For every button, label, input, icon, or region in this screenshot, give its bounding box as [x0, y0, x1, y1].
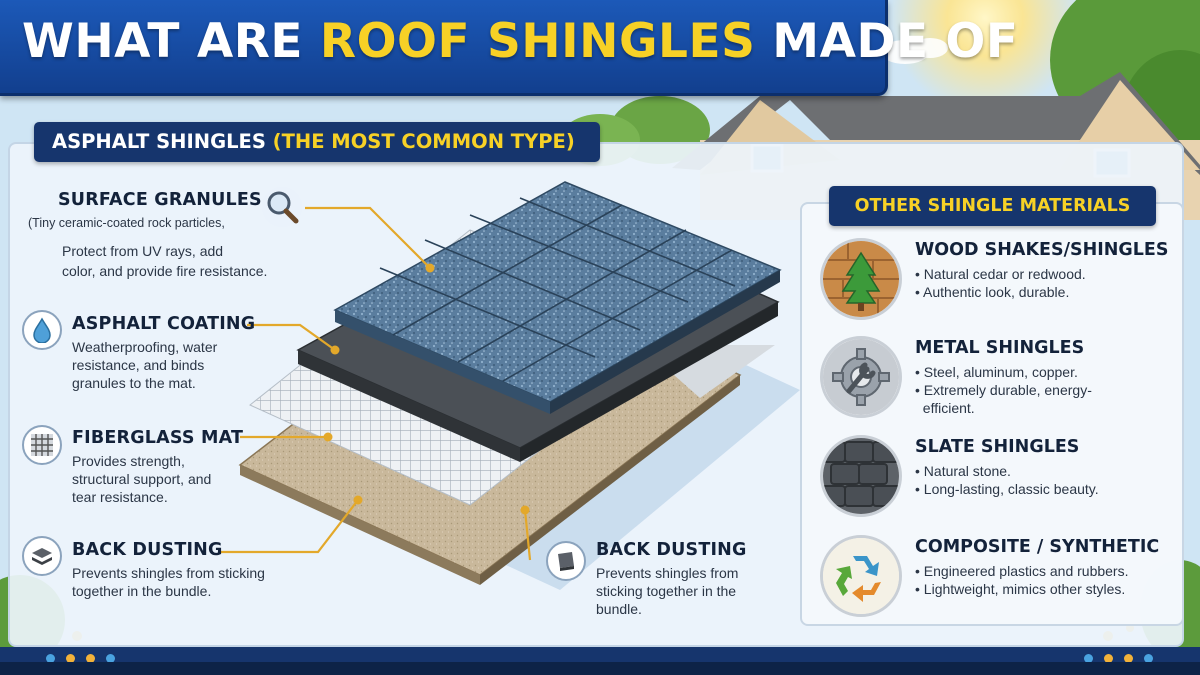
surface-granules-label: SURFACE GRANULES: [58, 190, 262, 210]
metal-bullets: • Steel, aluminum, copper. • Extremely d…: [915, 364, 1092, 416]
footer-dot: [1104, 654, 1113, 663]
footer-dot: [86, 654, 95, 663]
slate-bullets: • Natural stone. • Long-lasting, classic…: [915, 463, 1099, 497]
slate-tiles-icon: [820, 435, 902, 517]
fiberglass-mat-label: FIBERGLASS MAT Provides strength, struct…: [72, 428, 244, 505]
asphalt-section-heading: ASPHALT SHINGLES (THE MOST COMMON TYPE): [34, 122, 600, 162]
recycle-icon: [820, 535, 902, 617]
tile-icon: [546, 541, 586, 581]
surface-granules-desc: Protect from UV rays, add color, and pro…: [62, 243, 268, 279]
material-wood: WOOD SHAKES/SHINGLES • Natural cedar or …: [818, 238, 1178, 330]
title-banner: WHAT ARE ROOF SHINGLES MADE OF: [0, 0, 1018, 96]
footer-dot: [46, 654, 55, 663]
material-metal: METAL SHINGLES • Steel, aluminum, copper…: [818, 336, 1178, 428]
footer-dot: [1084, 654, 1093, 663]
surface-granules-note: (Tiny ceramic-coated rock particles,: [28, 216, 225, 230]
page-title: WHAT ARE ROOF SHINGLES MADE OF: [22, 14, 1019, 69]
layer-title: SURFACE GRANULES: [58, 190, 262, 210]
other-materials-heading: OTHER SHINGLE MATERIALS: [829, 186, 1156, 226]
wood-bullets: • Natural cedar or redwood. • Authentic …: [915, 266, 1086, 300]
back-dusting-label-left: BACK DUSTING Prevents shingles from stic…: [72, 540, 265, 599]
tree-icon: [820, 238, 902, 320]
footer-dot: [1124, 654, 1133, 663]
mesh-icon: [22, 425, 62, 465]
footer-dot: [106, 654, 115, 663]
asphalt-coating-label: ASPHALT COATING Weatherproofing, water r…: [72, 314, 256, 391]
surface-granules-layer: [333, 181, 782, 414]
sun: [890, 0, 1080, 113]
composite-bullets: • Engineered plastics and rubbers. • Lig…: [915, 563, 1129, 597]
magnifier-icon: [262, 187, 302, 227]
back-dusting-label-right: BACK DUSTING Prevents shingles from stic…: [596, 540, 747, 617]
gear-wrench-icon: [820, 336, 902, 418]
footer-strip: [0, 662, 1200, 675]
material-slate: SLATE SHINGLES • Natural stone. • Long-l…: [818, 435, 1178, 527]
stack-icon: [22, 536, 62, 576]
water-drop-icon: [22, 310, 62, 350]
footer-dot: [66, 654, 75, 663]
material-composite: COMPOSITE / SYNTHETIC • Engineered plast…: [818, 535, 1178, 627]
footer-dot: [1144, 654, 1153, 663]
